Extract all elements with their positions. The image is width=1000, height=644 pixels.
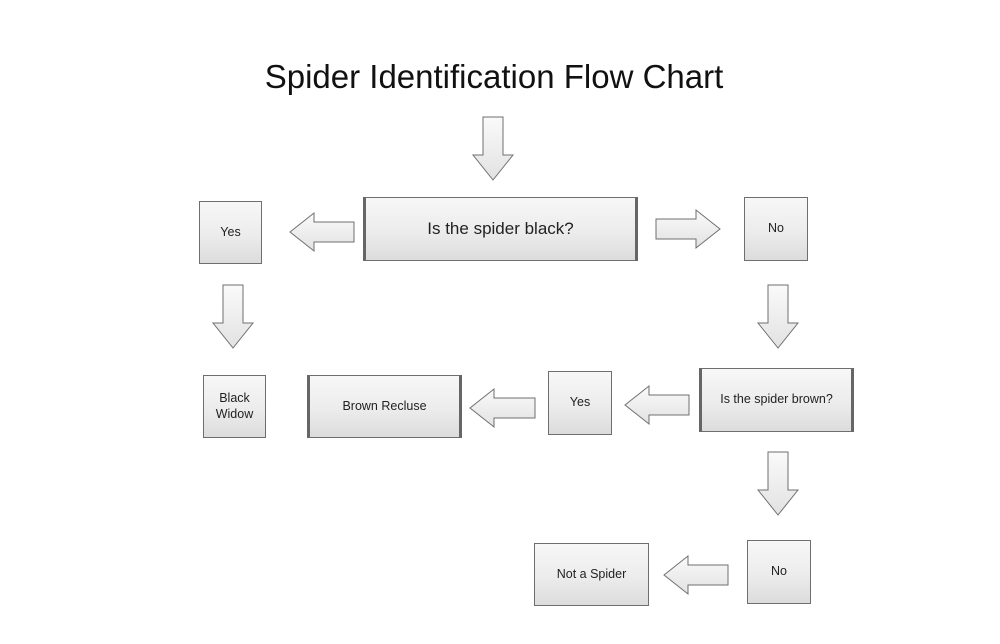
yes-brown-box: Yes [548, 371, 612, 435]
no-black-box: No [744, 197, 808, 261]
arrow-down-no1 [756, 284, 800, 349]
black-widow-box: Black Widow [203, 375, 266, 438]
arrow-right-no1 [655, 208, 721, 250]
arrow-down-yes1 [211, 284, 255, 349]
question-black-box: Is the spider black? [363, 197, 638, 261]
question-brown-box: Is the spider brown? [699, 368, 854, 432]
yes-black-box: Yes [199, 201, 262, 264]
page-title: Spider Identification Flow Chart [264, 58, 724, 95]
arrow-down-q2 [756, 451, 800, 516]
arrow-left-yes2 [469, 387, 536, 429]
arrow-left-q2 [624, 384, 690, 426]
brown-recluse-box: Brown Recluse [307, 375, 462, 438]
not-a-spider-box: Not a Spider [534, 543, 649, 606]
no-brown-box: No [747, 540, 811, 604]
arrow-left-yes1 [289, 211, 355, 253]
arrow-down-start [471, 116, 515, 181]
arrow-left-no2 [663, 554, 729, 596]
